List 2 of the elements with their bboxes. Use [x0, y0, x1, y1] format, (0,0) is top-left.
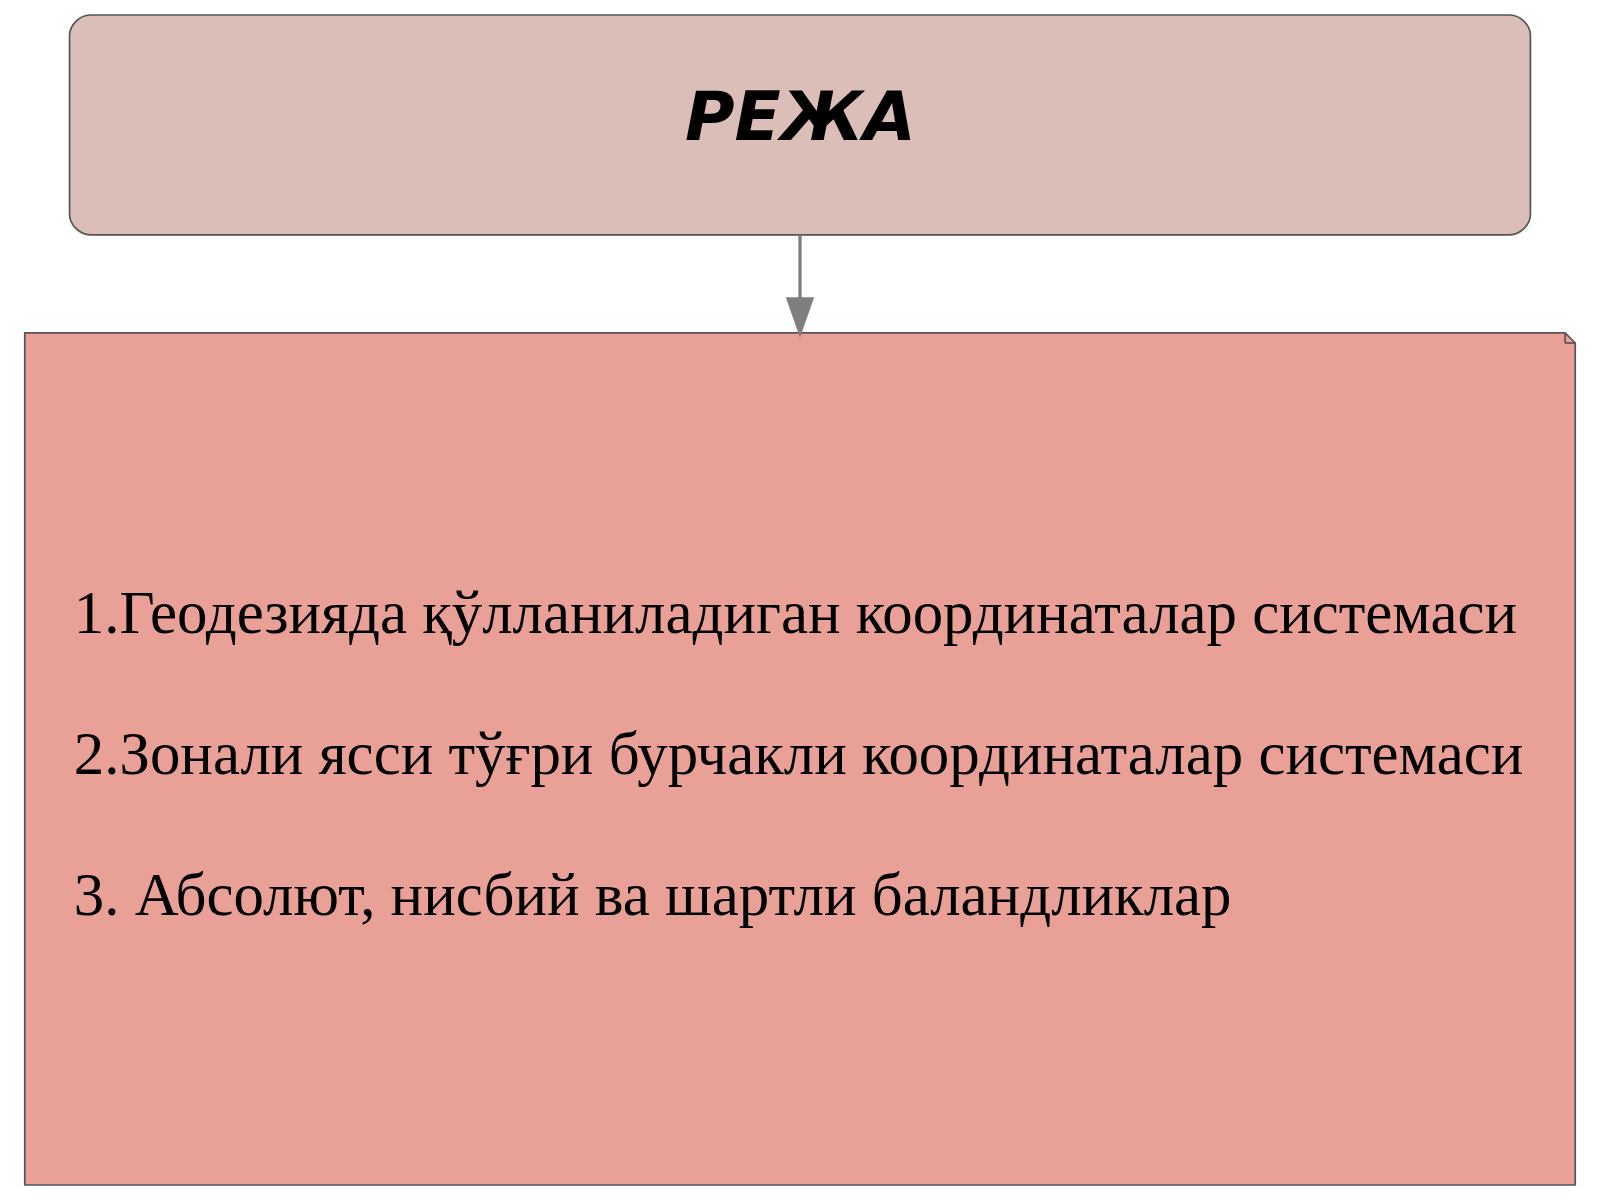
node-box: РЕЖА	[68, 14, 1532, 236]
arrow	[785, 235, 815, 338]
